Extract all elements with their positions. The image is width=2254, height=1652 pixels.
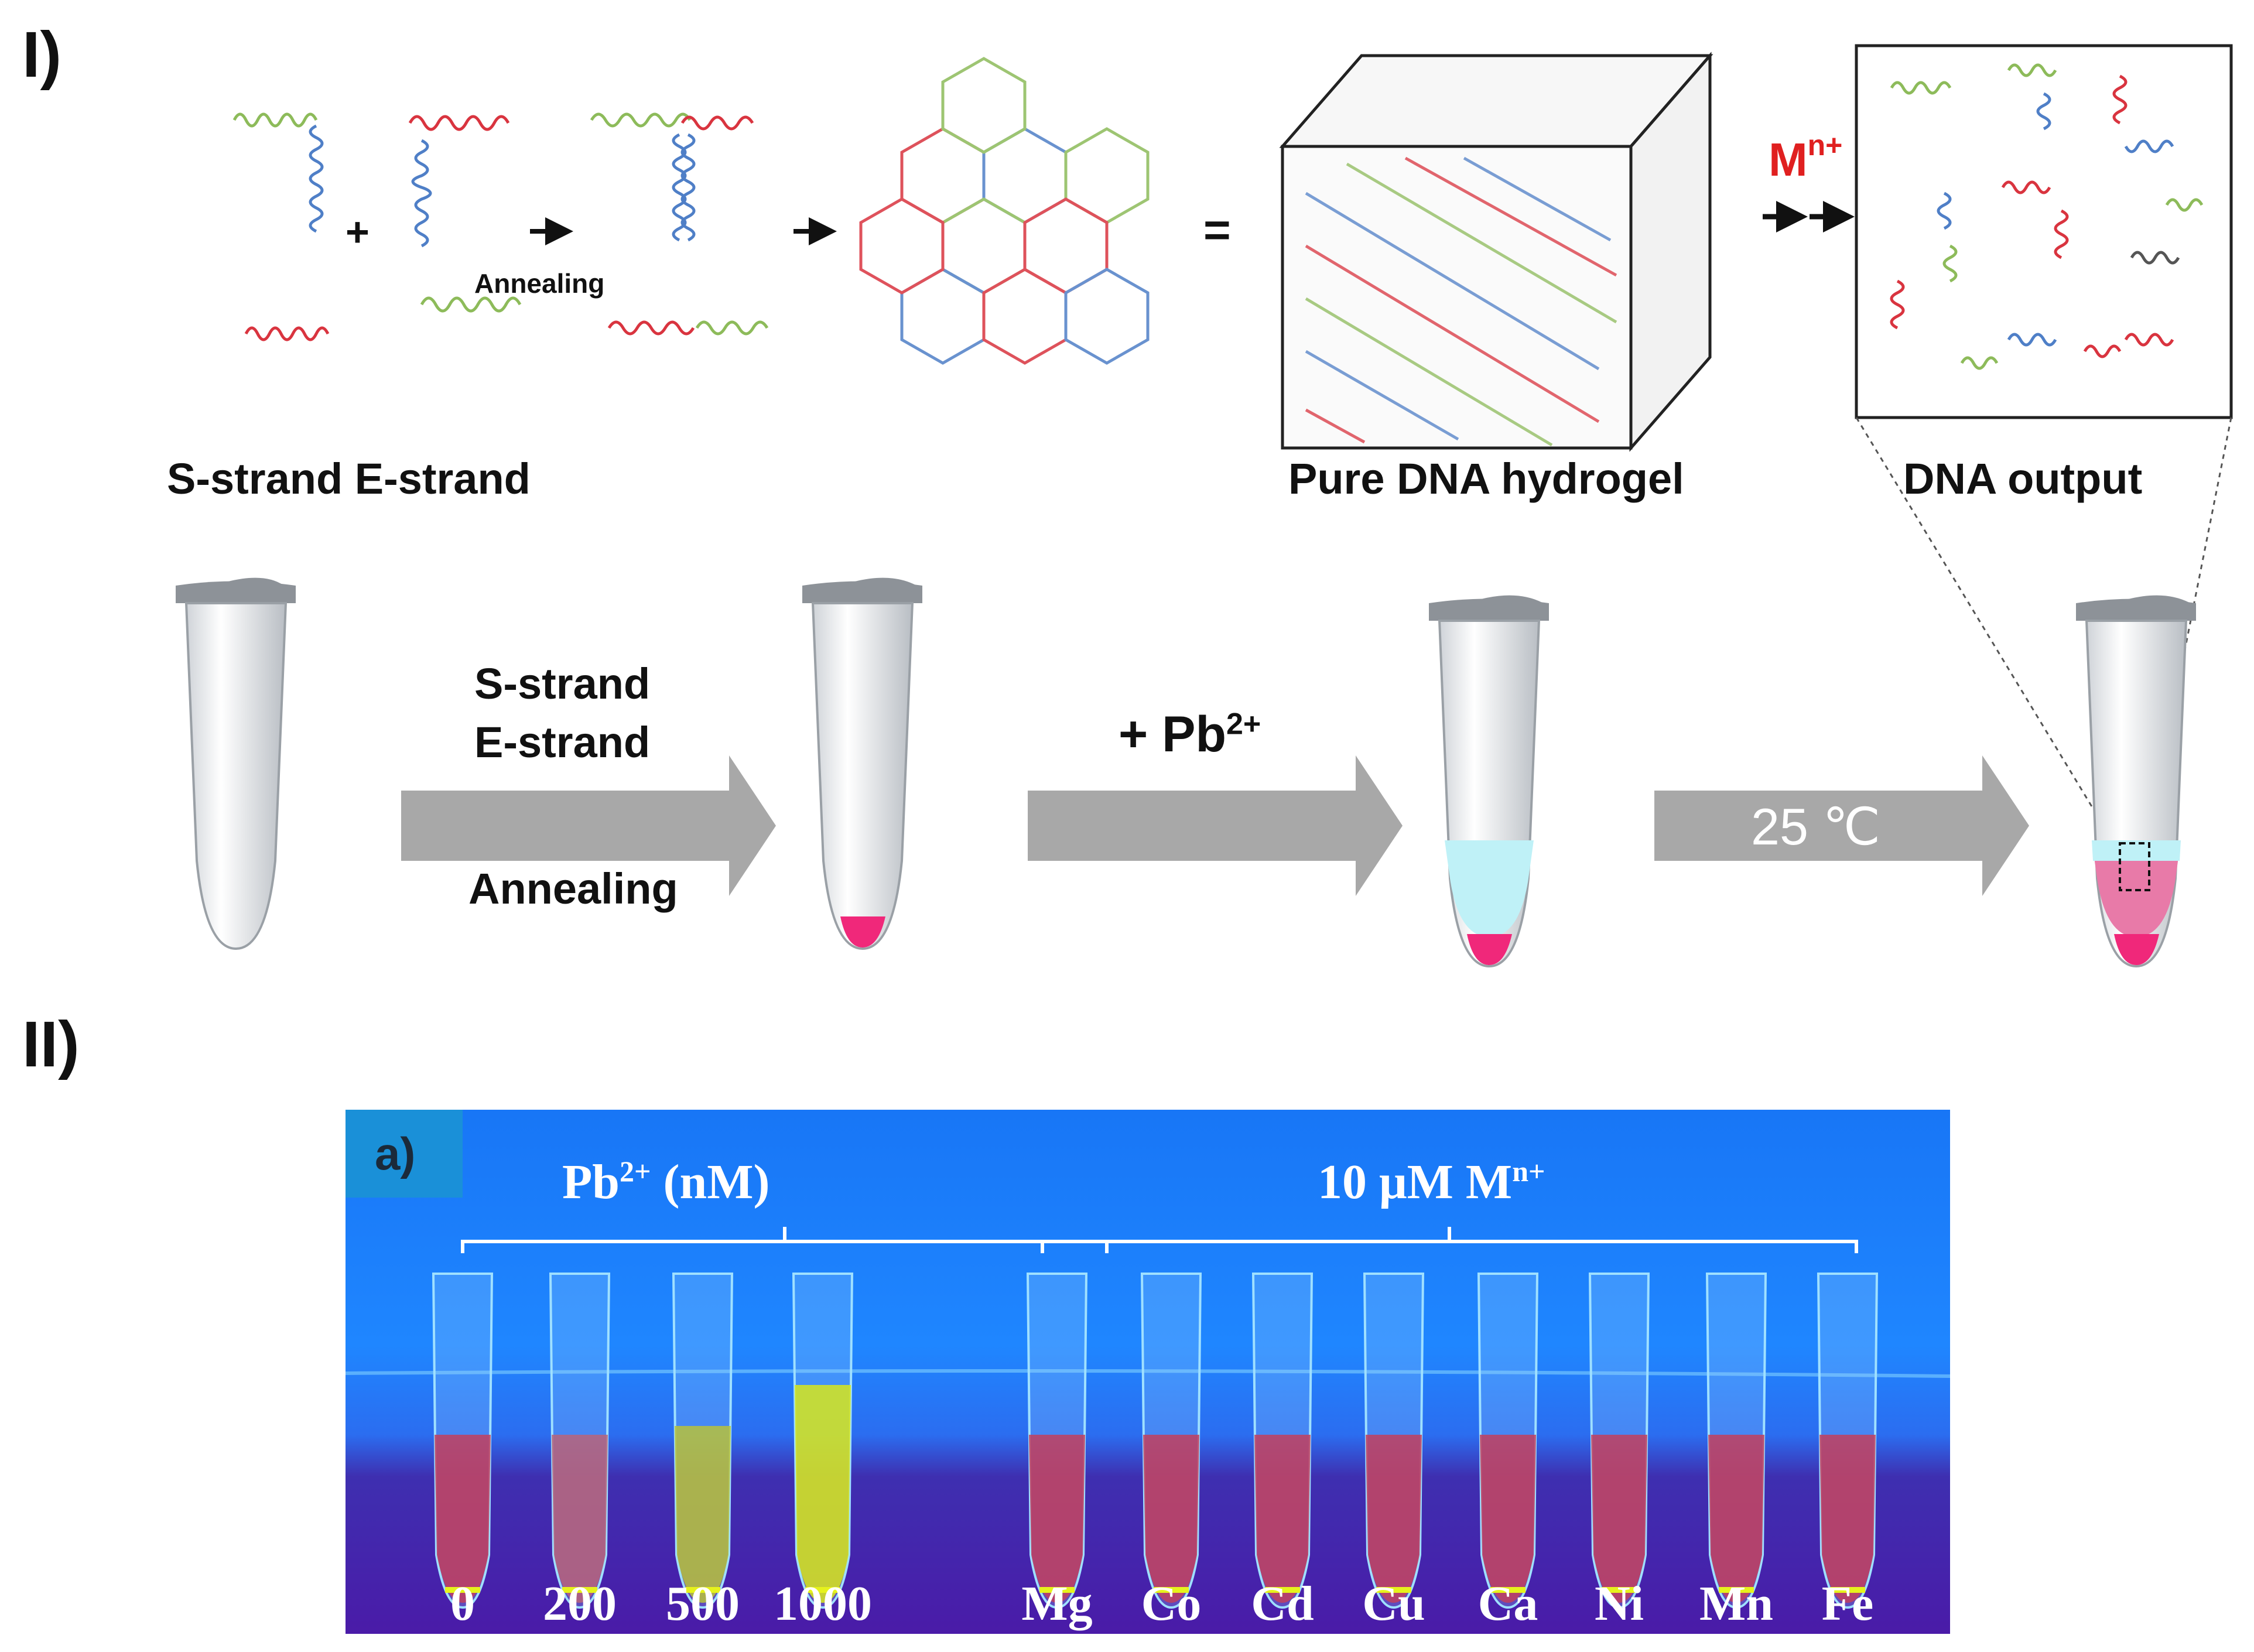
strand-caption: S-strand E-strand bbox=[167, 454, 531, 503]
tube-label: Cu bbox=[1362, 1576, 1425, 1631]
photo-tube bbox=[1817, 1273, 1879, 1609]
tube-label: 500 bbox=[666, 1576, 740, 1631]
arrow2-above-base: + Pb bbox=[1119, 706, 1227, 762]
tube-label: Mg bbox=[1021, 1576, 1093, 1631]
scheme-diagram: + Annealing = bbox=[176, 44, 2233, 968]
group1-title: Pb2+ (nM) bbox=[562, 1154, 769, 1210]
tube-output bbox=[2076, 595, 2196, 968]
tube-label: 0 bbox=[450, 1576, 475, 1631]
arrow2-above: + Pb2+ bbox=[1119, 706, 1261, 764]
photo-tube bbox=[1705, 1273, 1767, 1609]
panel-label-ii: II) bbox=[22, 1008, 80, 1080]
photo-tube bbox=[1251, 1273, 1314, 1609]
equals-symbol: = bbox=[1203, 204, 1231, 256]
hydrogel-cube-icon bbox=[1279, 52, 1713, 452]
tube-label: 200 bbox=[543, 1576, 617, 1631]
group2-title: 10 μM Mn+ bbox=[1318, 1154, 1545, 1210]
tube-label: Co bbox=[1141, 1576, 1202, 1631]
photo-tube bbox=[1588, 1273, 1650, 1609]
tube-pb-added bbox=[1429, 595, 1549, 968]
s-strand-icon bbox=[232, 112, 330, 341]
tube-photo: a) Pb2+ (nM) 10 μM Mn+ 0 200 500 1000 Mg Co Cd… bbox=[346, 1110, 1950, 1634]
group-brackets bbox=[346, 1227, 1950, 1609]
group1-base: Pb bbox=[562, 1155, 620, 1209]
panel-tag bbox=[346, 1110, 463, 1198]
tube-label: Cd bbox=[1251, 1576, 1314, 1631]
photo-tube bbox=[1477, 1273, 1539, 1609]
tube-pink-gel bbox=[802, 577, 922, 950]
arrow1-line1: S-strand bbox=[474, 659, 651, 708]
tube-empty bbox=[176, 577, 296, 950]
panel-tag-text: a) bbox=[375, 1128, 416, 1179]
tube-label: Ca bbox=[1477, 1576, 1538, 1631]
tube-label: Mn bbox=[1699, 1576, 1773, 1631]
photo-tube bbox=[549, 1273, 611, 1609]
photo-tube bbox=[1026, 1273, 1088, 1609]
group1-sup: 2+ bbox=[620, 1155, 651, 1188]
arrow2-above-sup: 2+ bbox=[1226, 707, 1261, 741]
plus-symbol: + bbox=[346, 209, 370, 255]
dna-output-box bbox=[1855, 44, 2233, 419]
photo-tube bbox=[672, 1273, 734, 1609]
output-caption: DNA output bbox=[1903, 454, 2143, 503]
photo-tube bbox=[1140, 1273, 1202, 1609]
tube-label: 1000 bbox=[774, 1576, 872, 1631]
annealed-duplex-icon bbox=[590, 112, 769, 336]
hydrogel-caption: Pure DNA hydrogel bbox=[1288, 454, 1684, 503]
group2-sup: n+ bbox=[1512, 1155, 1545, 1188]
annealing-small-label: Annealing bbox=[474, 268, 604, 299]
tube-label: Fe bbox=[1821, 1576, 1874, 1631]
e-strand-icon bbox=[408, 115, 522, 313]
group2-base: 10 μM M bbox=[1318, 1155, 1513, 1209]
arrow3-temperature: 25 ℃ bbox=[1751, 798, 1881, 856]
photo-tube bbox=[432, 1273, 494, 1609]
arrow1-line2: E-strand bbox=[474, 718, 651, 767]
group1-unit: (nM) bbox=[651, 1155, 770, 1209]
arrow1-below: Annealing bbox=[468, 864, 678, 913]
hexagonal-network-icon bbox=[859, 57, 1150, 365]
tube-label: Ni bbox=[1595, 1576, 1644, 1631]
mn-plus-label: Mn+ bbox=[1769, 129, 1842, 186]
photo-tube bbox=[792, 1273, 854, 1609]
panel-label-i: I) bbox=[22, 19, 62, 91]
photo-tube bbox=[1363, 1273, 1425, 1609]
